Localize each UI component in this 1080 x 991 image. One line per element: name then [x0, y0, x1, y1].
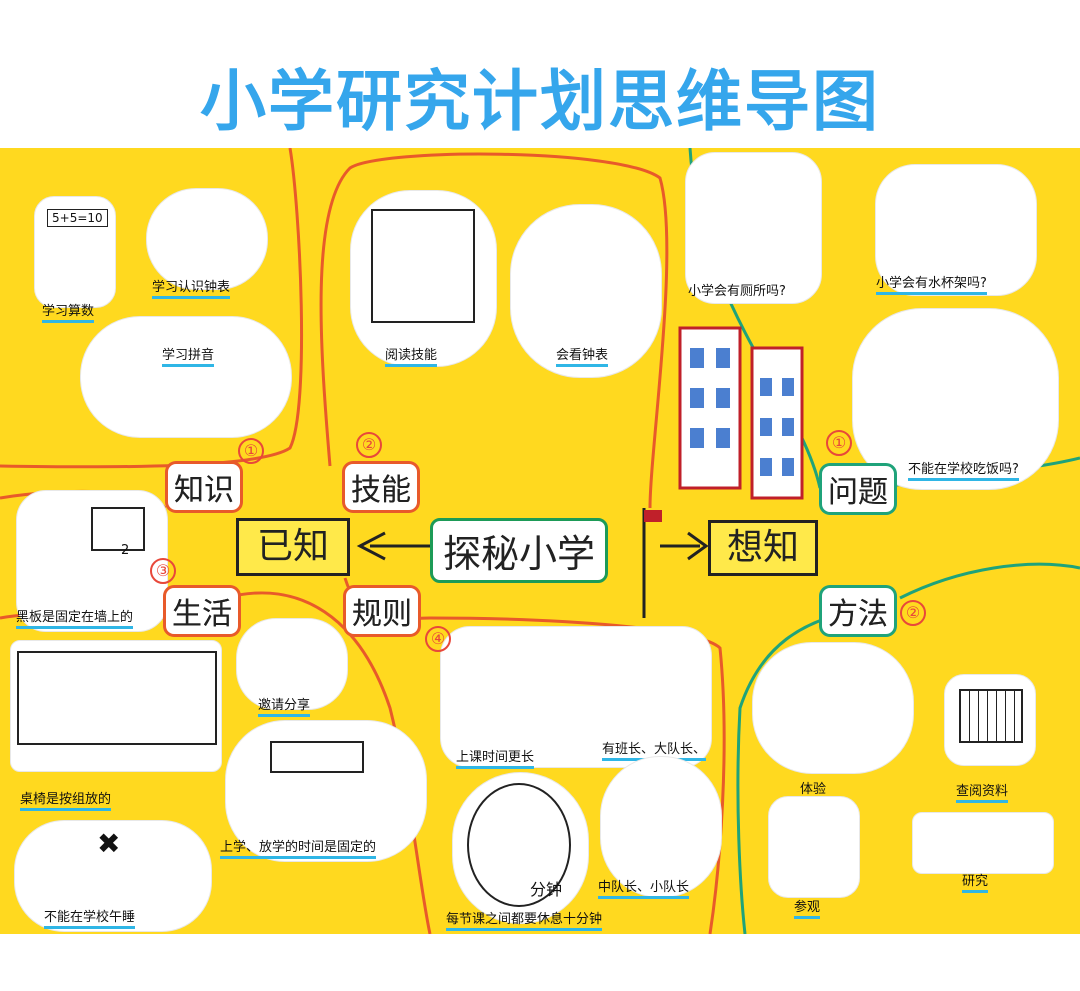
label-break: 每节课之间都要休息十分钟: [446, 908, 603, 931]
label-clock-learn: 学习认识钟表: [152, 276, 231, 299]
number-3-life: ③: [150, 558, 176, 584]
number-2-methods: ②: [900, 600, 926, 626]
number-4-rules: ④: [425, 626, 451, 652]
label-no-nap: 不能在学校午睡: [44, 906, 136, 929]
methods-region-line: [736, 606, 871, 934]
cup-rack-drawing: [875, 164, 1037, 296]
label-desks: 桌椅是按组放的: [20, 788, 112, 811]
methods-top-line: [899, 562, 1080, 600]
break-drawing: [452, 772, 589, 924]
label-clock-read: 会看钟表: [556, 344, 609, 367]
research-drawing: [912, 812, 1054, 874]
arrow-to-known: [356, 531, 432, 561]
visit-drawing: [768, 796, 860, 898]
branch-methods: 方法: [822, 588, 894, 634]
math-sum-text: 5+5=10: [47, 209, 108, 227]
number-1-knowledge: ①: [238, 438, 264, 464]
label-visit: 参观: [794, 896, 821, 919]
branch-questions: 问题: [822, 466, 894, 512]
flag-drawing: [642, 508, 662, 618]
mind-map-board: 5+5=10 学习算数 学习认识钟表 学习拼音 阅读技能 会看钟表 小学会有厕所…: [0, 148, 1080, 934]
math-drawing: 5+5=10: [34, 196, 116, 308]
label-blackboard: 黑板是固定在墙上的: [16, 606, 134, 629]
label-reading: 阅读技能: [385, 344, 438, 367]
known-box: 已知: [236, 518, 350, 576]
toilet-drawing: [685, 152, 822, 304]
class-time-drawing: [440, 626, 712, 768]
desks-drawing: [10, 640, 222, 772]
arrow-to-want: [660, 531, 709, 561]
life-region-line: [224, 591, 432, 934]
label-schedule: 上学、放学的时间是固定的: [220, 836, 377, 859]
label-minutes: 分钟: [530, 880, 563, 899]
research-data-drawing: [944, 674, 1036, 766]
lunch-drawing: [852, 308, 1059, 490]
skills-region-line: [319, 152, 669, 509]
clock-read-drawing: [510, 204, 662, 378]
pinyin-drawing: [80, 316, 292, 438]
label-squad: 中队长、小队长: [598, 876, 690, 899]
label-math: 学习算数: [42, 300, 95, 323]
number-1-questions: ①: [826, 430, 852, 456]
branch-life: 生活: [166, 588, 238, 634]
page-title: 小学研究计划思维导图: [200, 63, 880, 140]
knowledge-region-line: [0, 148, 304, 469]
label-lunch: 不能在学校吃饭吗?: [908, 458, 1019, 481]
blackboard-drawing: 2: [16, 490, 168, 632]
label-share: 邀请分享: [258, 694, 311, 717]
label-class-time: 上课时间更长: [456, 746, 535, 769]
label-research-data: 查阅资料: [956, 780, 1009, 803]
blackboard-number: 2: [121, 543, 130, 558]
want-know-box: 想知: [708, 520, 818, 576]
branch-knowledge: 知识: [168, 464, 240, 510]
number-2-skills: ②: [356, 432, 382, 458]
label-cup-rack: 小学会有水杯架吗?: [876, 272, 987, 295]
label-toilet: 小学会有厕所吗?: [688, 284, 786, 299]
branch-rules: 规则: [346, 588, 418, 634]
school-building-drawing: [678, 326, 804, 500]
label-research: 研究: [962, 870, 989, 893]
label-pinyin: 学习拼音: [162, 344, 215, 367]
cross-icon: ✖: [97, 827, 121, 860]
center-topic: 探秘小学: [430, 518, 609, 583]
branch-skills: 技能: [345, 464, 417, 510]
clock-learn-drawing: [146, 188, 268, 290]
schedule-drawing: [225, 720, 427, 862]
share-drawing: [236, 618, 348, 710]
no-nap-drawing: ✖: [14, 820, 212, 932]
reading-drawing: [350, 190, 497, 367]
experience-drawing: [752, 642, 914, 774]
